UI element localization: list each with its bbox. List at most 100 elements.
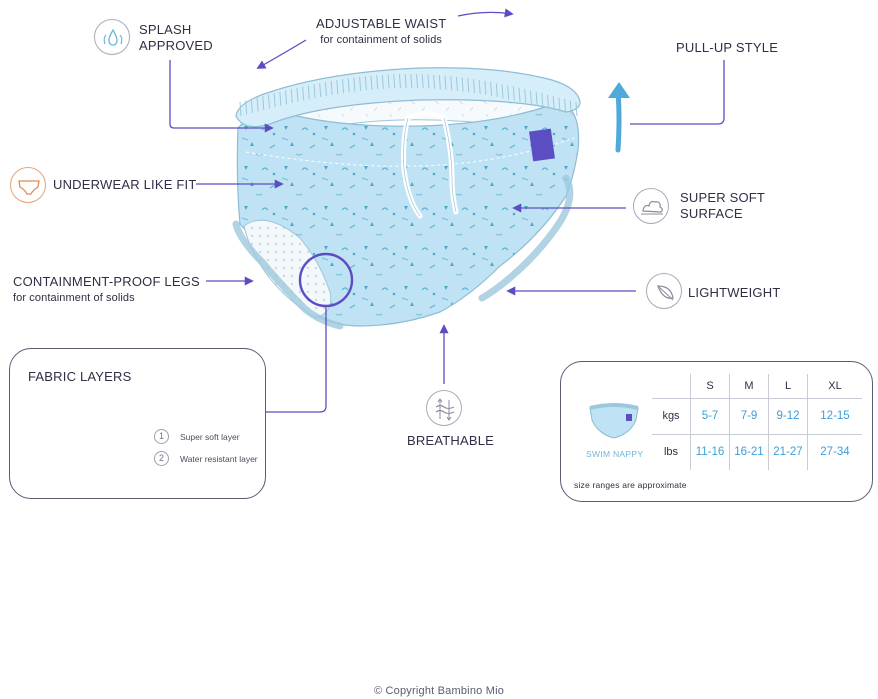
size-value: 16-21 bbox=[729, 433, 769, 470]
splash-icon bbox=[94, 19, 130, 55]
product-name: SWIM NAPPY bbox=[586, 449, 644, 459]
size-value: 9-12 bbox=[768, 397, 808, 434]
ruffle-line bbox=[387, 74, 390, 89]
ruffle-line bbox=[575, 101, 578, 117]
fabric-layers-box bbox=[9, 348, 266, 499]
ruffle-line bbox=[393, 74, 396, 89]
ruffle-line bbox=[262, 96, 265, 111]
size-table: S M L XL kgs 5-7 7-9 9-12 12-15 lbs 11-1… bbox=[652, 374, 862, 470]
ruffle-line bbox=[370, 75, 373, 90]
swim-nappy-icon bbox=[589, 403, 639, 439]
layer-label-2: Water resistant layer bbox=[180, 453, 258, 464]
size-header: L bbox=[768, 374, 808, 398]
ruffle-line bbox=[558, 97, 561, 112]
ruffle-line bbox=[285, 90, 288, 105]
ruffle-line bbox=[376, 75, 379, 90]
underwear-icon bbox=[10, 167, 46, 203]
ruffle-line bbox=[507, 85, 510, 100]
unit-label: lbs bbox=[652, 433, 691, 470]
size-header: M bbox=[729, 374, 769, 398]
ruffle-line bbox=[353, 77, 356, 92]
ruffle-line bbox=[296, 87, 299, 102]
pullup-label: PULL-UP STYLE bbox=[676, 40, 779, 55]
ruffle-line bbox=[529, 90, 532, 105]
soft-surface-icon bbox=[633, 188, 669, 224]
ruffle-line bbox=[313, 84, 316, 99]
ruffle-line bbox=[410, 73, 413, 89]
size-value: 7-9 bbox=[729, 397, 769, 434]
ruffle-line bbox=[461, 77, 464, 92]
underwear-label: UNDERWEAR LIKE FIT bbox=[53, 177, 197, 192]
ruffle-line bbox=[250, 98, 253, 114]
ruffle-line bbox=[524, 89, 527, 104]
layer-number-2: 2 bbox=[154, 451, 169, 466]
size-header: XL bbox=[807, 374, 862, 398]
ruffle-line bbox=[569, 100, 572, 115]
ruffle-line bbox=[359, 76, 362, 91]
ruffle-line bbox=[347, 78, 350, 93]
ruffle-line bbox=[279, 91, 282, 106]
ruffle-line bbox=[319, 82, 322, 98]
ruffle-line bbox=[381, 74, 384, 89]
drawstring bbox=[401, 111, 459, 219]
fabric-layers-title: FABRIC LAYERS bbox=[28, 369, 132, 384]
ruffle-line bbox=[444, 75, 447, 90]
waist-title: ADJUSTABLE WAIST bbox=[316, 16, 447, 31]
ruffle-line bbox=[564, 98, 567, 114]
ruffle-line bbox=[472, 79, 475, 94]
ruffle-line bbox=[404, 73, 407, 89]
ruffle-line bbox=[245, 100, 248, 115]
size-value: 21-27 bbox=[768, 433, 808, 470]
ruffle-line bbox=[239, 101, 242, 117]
ruffle-line bbox=[330, 80, 333, 95]
copyright: © Copyright Bambino Mio bbox=[373, 685, 505, 697]
ruffle-line bbox=[267, 94, 270, 109]
size-value: 5-7 bbox=[690, 397, 730, 434]
size-value: 11-16 bbox=[690, 433, 730, 470]
fabric-layer-2: 2 Water resistant layer bbox=[154, 451, 258, 466]
legs-label: CONTAINMENT-PROOF LEGS for containment o… bbox=[13, 274, 200, 306]
ruffle-line bbox=[256, 97, 259, 112]
lightweight-label: LIGHTWEIGHT bbox=[688, 285, 781, 300]
legs-title: CONTAINMENT-PROOF LEGS bbox=[13, 274, 200, 289]
layer-label-1: Super soft layer bbox=[180, 431, 240, 442]
ruffle-line bbox=[518, 87, 521, 102]
waist-sub: for containment of solids bbox=[320, 34, 443, 46]
ruffle-line bbox=[416, 74, 419, 89]
size-value: 12-15 bbox=[807, 397, 862, 434]
ruffle-line bbox=[455, 76, 458, 91]
ruffle-line bbox=[433, 74, 436, 89]
ruffle-line bbox=[552, 96, 555, 111]
breathable-label: BREATHABLE bbox=[407, 433, 495, 448]
ruffle-line bbox=[484, 80, 487, 95]
ruffle-line bbox=[302, 86, 305, 101]
ruffle-line bbox=[512, 86, 515, 101]
table-row: lbs 11-16 16-21 21-27 27-34 bbox=[652, 433, 862, 470]
ruffle-line bbox=[535, 91, 538, 106]
size-note: size ranges are approximate bbox=[574, 480, 687, 490]
table-row: kgs 5-7 7-9 9-12 12-15 bbox=[652, 397, 862, 434]
ruffle-line bbox=[324, 81, 327, 96]
ruffle-line bbox=[364, 76, 367, 91]
ruffle-line bbox=[490, 81, 493, 96]
waist-label: ADJUSTABLE WAIST for containment of soli… bbox=[316, 16, 446, 48]
size-value: 27-34 bbox=[807, 433, 862, 470]
size-header: S bbox=[690, 374, 730, 398]
ruffle-line bbox=[501, 84, 504, 99]
waistband bbox=[235, 67, 581, 128]
size-header-row: S M L XL bbox=[652, 374, 862, 398]
feather-icon bbox=[646, 273, 682, 309]
ruffle-line bbox=[438, 75, 441, 90]
ruffle-line bbox=[307, 85, 310, 100]
breathable-icon bbox=[426, 390, 462, 426]
layer-number-1: 1 bbox=[154, 429, 169, 444]
ruffle-line bbox=[547, 94, 550, 109]
ruffle-line bbox=[467, 78, 470, 93]
unit-label: kgs bbox=[652, 397, 691, 434]
ruffle-line bbox=[450, 76, 453, 91]
ruffle-line bbox=[478, 79, 481, 95]
ruffle-line bbox=[427, 74, 430, 89]
ruffle-line bbox=[421, 74, 424, 89]
